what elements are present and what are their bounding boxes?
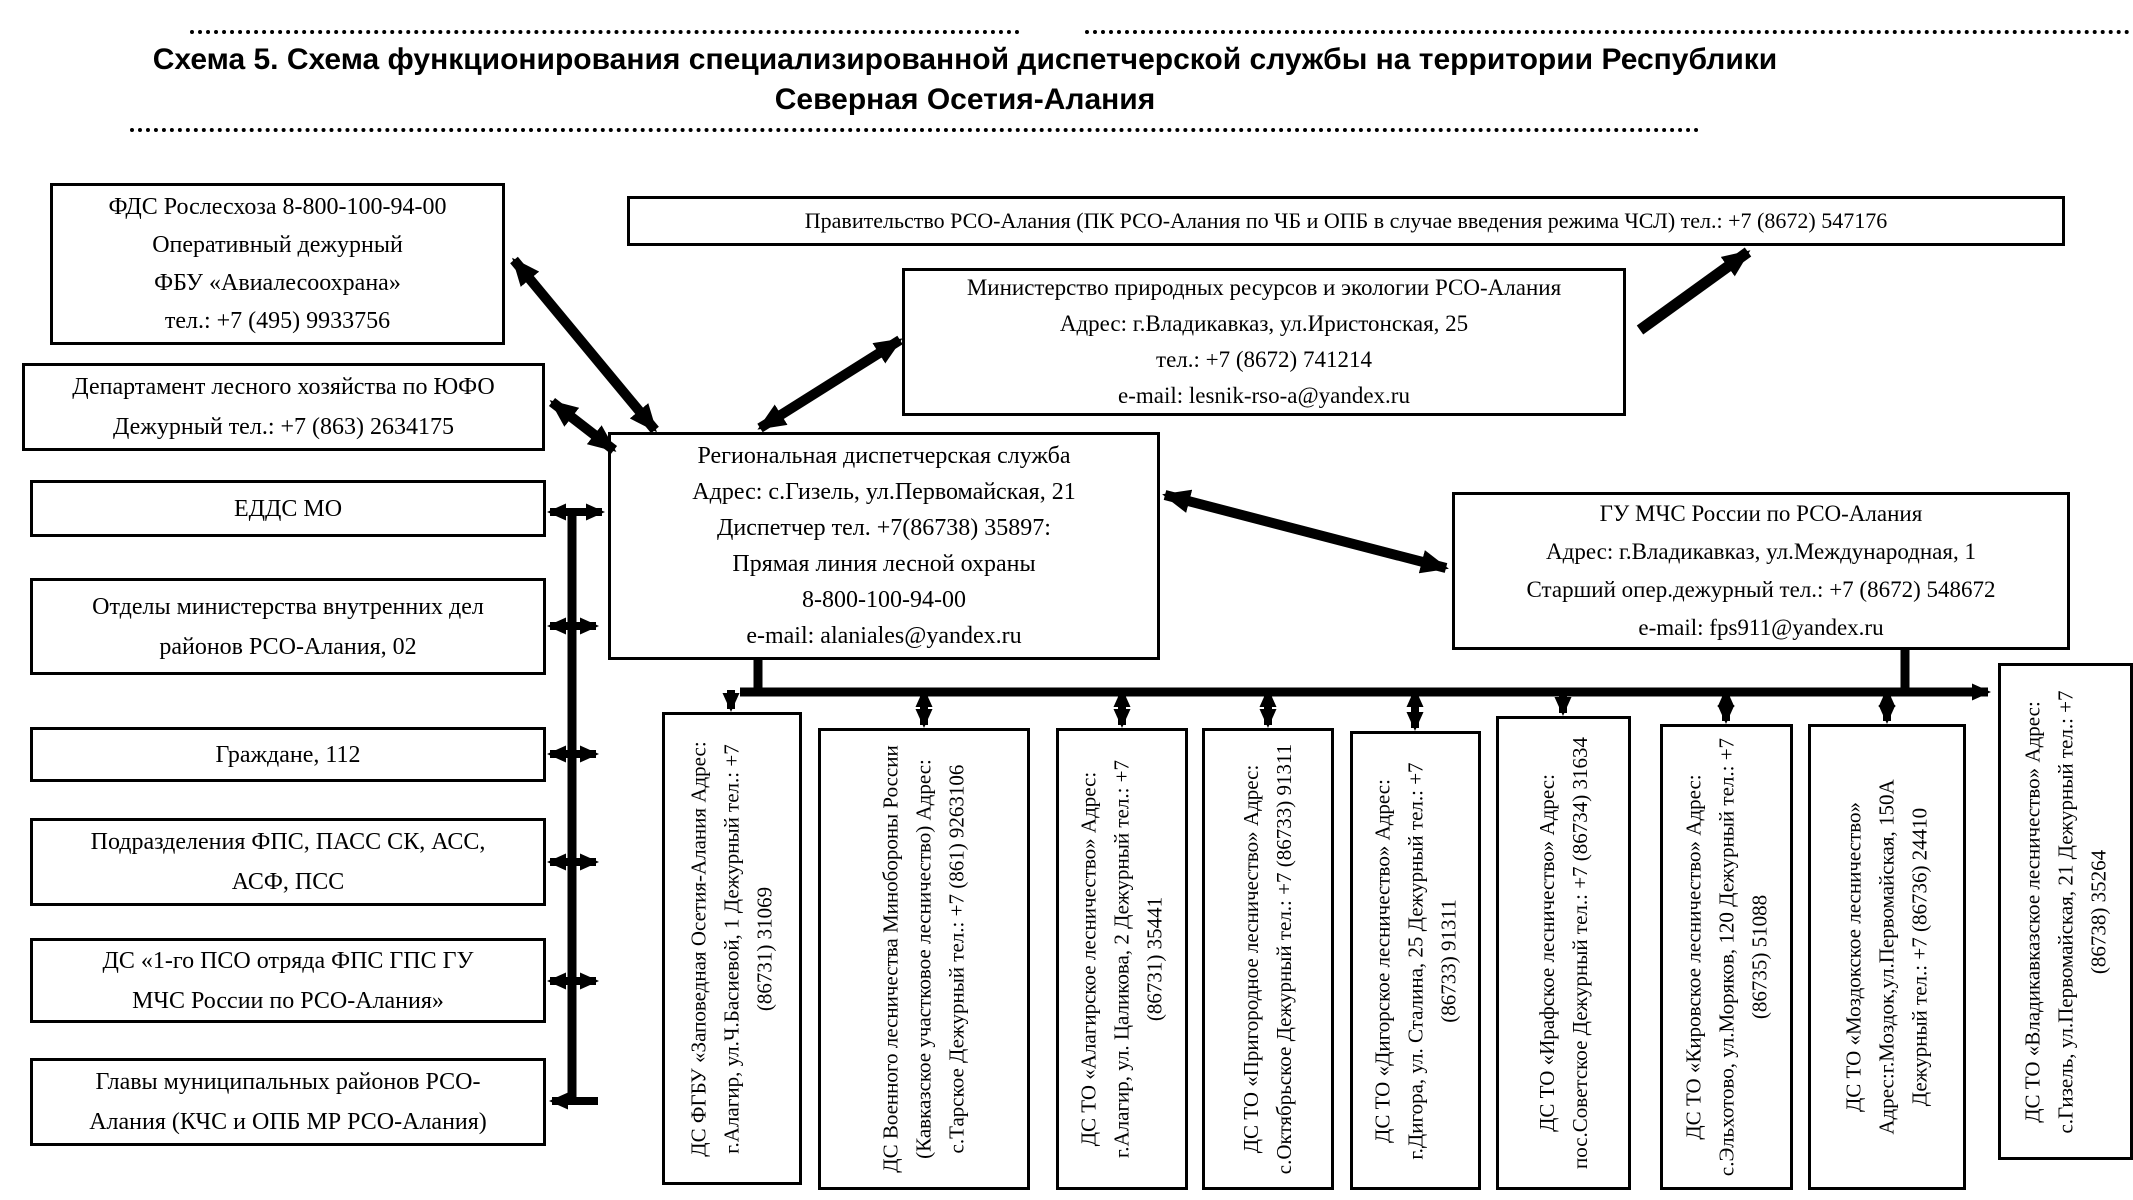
- box-line: Алания (КЧС и ОПБ МР РСО-Алания): [89, 1109, 487, 1135]
- box-line: Граждане, 112: [215, 741, 361, 768]
- node-government: Правительство РСО-Алания (ПК РСО-Алания …: [627, 196, 2065, 246]
- box-line: Департамент лесного хозяйства по ЮФО: [72, 374, 495, 400]
- title-line: Северная Осетия-Алания: [774, 83, 1156, 116]
- node-citizens-112: Граждане, 112: [30, 727, 546, 782]
- box-line: ДС ТО «Пригородное лесничество»: [1239, 831, 1263, 1154]
- node-dept-yufo: Департамент лесного хозяйства по ЮФО Деж…: [22, 363, 545, 451]
- dotted-rule-top-left: [190, 30, 1020, 34]
- node-fps-units: Подразделения ФПС, ПАСС СК, АСС, АСФ, ПС…: [30, 818, 546, 906]
- forestry-box-digorskoe: ДС ТО «Дигорское лесничество» Адрес: г.Д…: [1350, 731, 1481, 1190]
- box-line: Подразделения ФПС, ПАСС СК, АСС,: [90, 829, 486, 855]
- forestry-box-vladikavkazskoe: ДС ТО «Владикавказское лесничество» Адре…: [1998, 663, 2133, 1160]
- connector-rds-ministry: [757, 335, 903, 433]
- node-eddc-mo: ЕДДС МО: [30, 480, 546, 537]
- box-line: Дежурный тел.: +7 (863) 2634175: [112, 414, 454, 440]
- box-line: ДС ТО «Дигорское лесничество»: [1370, 845, 1394, 1143]
- box-line: ДС ТО «Моздокское лесничество»: [1841, 801, 1866, 1113]
- box-line: ДС «1-го ПСО отряда ФПС ГПС ГУ: [102, 947, 474, 974]
- box-line: АСФ, ПСС: [231, 869, 345, 895]
- connector-rds-mchs: [1162, 489, 1449, 574]
- forestry-box-military: ДС Военного лесничества Минобороны Росси…: [818, 728, 1030, 1190]
- node-municipal-heads: Главы муниципальных районов РСО- Алания …: [30, 1058, 546, 1146]
- box-line: ДС Военного лесничества: [878, 938, 903, 1173]
- forestry-box-mozdokskoe: ДС ТО «Моздокское лесничество» Адрес:г.М…: [1808, 724, 1966, 1190]
- connector-rds-dept: [548, 398, 618, 454]
- box-line: Главы муниципальных районов РСО-: [95, 1069, 481, 1095]
- box-line: Старший опер.дежурный тел.: +7 (8672) 54…: [1526, 577, 1996, 602]
- box-line: МЧС России по РСО-Алания»: [132, 987, 444, 1014]
- dotted-rule-under-title: [130, 128, 1700, 132]
- box-line: Адрес: с.Гизель, ул.Первомайская, 21: [692, 479, 1076, 505]
- box-line: Отделы министерства внутренних дел: [92, 593, 484, 620]
- forestry-box-alagirskoe: ДС ТО «Алагирское лесничество» Адрес: г.…: [1056, 728, 1188, 1190]
- box-line: ФДС Рослесхоза 8-800-100-94-00: [108, 194, 447, 220]
- box-line: Правительство РСО-Алания (ПК РСО-Алания …: [804, 208, 1888, 233]
- box-line: Оперативный дежурный: [152, 232, 403, 258]
- forestry-box-irafskoe: ДС ТО «Ирафское лесничество» Адрес: пос.…: [1496, 716, 1631, 1190]
- box-line: ГУ МЧС России по РСО-Алания: [1599, 501, 1923, 526]
- box-line: Адрес: г.Владикавказ, ул.Иристонская, 25: [1059, 311, 1469, 336]
- box-line: участковое лесничество): [911, 825, 936, 1048]
- box-line: ДС ТО «Владикавказское лесничество»: [2020, 767, 2044, 1123]
- box-line: e-mail: alaniales@yandex.ru: [746, 623, 1022, 649]
- box-line: Диспетчер тел. +7(86738) 35897:: [717, 515, 1051, 541]
- box-line: ДС ТО «Ирафское лесничество»: [1534, 840, 1559, 1132]
- node-gu-mchs: ГУ МЧС России по РСО-Алания Адрес: г.Вла…: [1452, 492, 2070, 650]
- box-line: ЕДДС МО: [233, 495, 343, 522]
- node-mvd-departments: Отделы министерства внутренних дел район…: [30, 578, 546, 675]
- box-line: тел.: +7 (8672) 741214: [1156, 347, 1372, 372]
- box-line: ДС ФГБУ «Заповедная Осетия-Алания: [686, 807, 711, 1157]
- box-line: Дежурный тел.: +7 (86736) 24410: [1907, 807, 1932, 1107]
- box-line: Адрес: г.Владикавказ, ул.Международная, …: [1546, 539, 1976, 564]
- box-line: e-mail: fps911@yandex.ru: [1638, 615, 1884, 640]
- node-fds-rosleskhoz: ФДС Рослесхоза 8-800-100-94-00 Оперативн…: [50, 183, 505, 345]
- box-line: Адрес:г.Моздок,ул.Первомайская,: [1874, 831, 1899, 1135]
- connector-ministry-government: [1636, 247, 1752, 335]
- dotted-rule-top-right: [1085, 30, 2130, 34]
- box-line: районов РСО-Алания, 02: [159, 633, 417, 660]
- box-line: ДС ТО «Алагирское лесничество»: [1076, 838, 1101, 1147]
- node-regional-dispatch-service: Региональная диспетчерская служба Адрес:…: [608, 432, 1160, 660]
- forestry-box-kirovskoe: ДС ТО «Кировское лесничество» Адрес: с.Э…: [1660, 724, 1793, 1190]
- box-line: Министерство природных ресурсов и эколог…: [966, 275, 1562, 300]
- box-line: 150А: [1874, 779, 1899, 827]
- box-line: тел.: +7 (495) 9933756: [164, 308, 391, 334]
- box-line: Прямая линия лесной охраны: [732, 551, 1036, 577]
- box-line: Дежурный тел.: +7 (86733) 91311: [1272, 743, 1296, 1042]
- forestry-box-prigorodnoe: ДС ТО «Пригородное лесничество» Адрес: с…: [1202, 728, 1334, 1190]
- page-title: Схема 5. Схема функционирования специали…: [120, 40, 1810, 120]
- forestry-box-zapovednaya: ДС ФГБУ «Заповедная Осетия-Алания Адрес:…: [662, 712, 802, 1185]
- box-line: Дежурный тел.: +7 (86734) 31634: [1567, 736, 1592, 1036]
- box-line: ДС ТО «Кировское лесничество»: [1681, 840, 1705, 1140]
- title-line: Схема 5. Схема функционирования специали…: [152, 43, 1778, 76]
- box-line: Дежурный тел.: +7 (861) 9263106: [944, 764, 969, 1063]
- box-line: 8-800-100-94-00: [802, 587, 966, 613]
- node-ds-1-pso: ДС «1-го ПСО отряда ФПС ГПС ГУ МЧС Росси…: [30, 938, 546, 1023]
- box-line: e-mail: lesnik-rso-a@yandex.ru: [1118, 383, 1410, 408]
- box-line: ФБУ «Авиалесоохрана»: [154, 270, 401, 296]
- node-ministry-nature: Министерство природных ресурсов и эколог…: [902, 268, 1626, 416]
- box-line: Региональная диспетчерская служба: [697, 443, 1071, 469]
